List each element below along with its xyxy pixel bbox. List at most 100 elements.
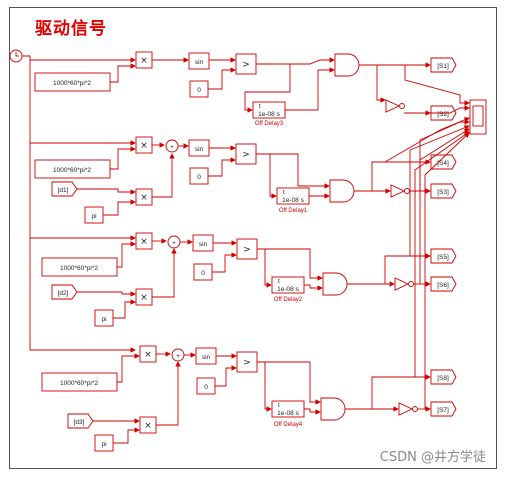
svg-text:t: t bbox=[278, 402, 280, 409]
svg-text:×: × bbox=[140, 56, 148, 66]
svg-text:[S6]: [S6] bbox=[437, 282, 449, 289]
off-delay-block[interactable]: t 1e-08 s Off Delay2 bbox=[271, 276, 305, 303]
svg-text:pi: pi bbox=[101, 316, 106, 323]
multiply-block[interactable]: × bbox=[135, 136, 153, 154]
svg-text:1e-08 s: 1e-08 s bbox=[282, 197, 304, 204]
goto-from-tag[interactable]: [d3] bbox=[67, 413, 94, 429]
compare-block[interactable]: > bbox=[235, 53, 257, 75]
multiply-block[interactable]: × bbox=[135, 188, 153, 206]
svg-text:sin: sin bbox=[199, 241, 208, 248]
svg-text:t: t bbox=[278, 278, 280, 285]
pi-constant-block[interactable]: pi bbox=[84, 206, 104, 224]
svg-text:pi: pi bbox=[91, 213, 96, 220]
svg-text:0: 0 bbox=[204, 384, 208, 391]
svg-text:1e-08 s: 1e-08 s bbox=[277, 286, 299, 293]
and-gate[interactable] bbox=[329, 179, 355, 203]
sum-block[interactable]: + bbox=[171, 348, 185, 362]
gain-constant-block[interactable]: 1000*60*pi*2 bbox=[41, 372, 118, 392]
svg-text:×: × bbox=[140, 141, 148, 151]
compare-block[interactable]: > bbox=[236, 238, 258, 260]
scope-block[interactable] bbox=[469, 99, 487, 135]
svg-text:Off Delay4: Off Delay4 bbox=[274, 422, 303, 428]
svg-text:×: × bbox=[140, 293, 148, 303]
svg-text:×: × bbox=[140, 237, 148, 247]
gain-constant-block[interactable]: 1000*60*pi*2 bbox=[41, 257, 118, 277]
svg-text:×: × bbox=[140, 193, 148, 203]
watermark: CSDN @井方学徒 bbox=[379, 450, 486, 465]
not-gate[interactable] bbox=[390, 184, 410, 198]
goto-tag[interactable]: [S5] bbox=[430, 248, 457, 264]
svg-text:[d1]: [d1] bbox=[58, 187, 69, 194]
svg-text:Off Delay1: Off Delay1 bbox=[279, 208, 308, 214]
svg-text:sin: sin bbox=[195, 59, 204, 66]
gain-constant-block[interactable]: 1000*60*pi*2 bbox=[34, 159, 111, 179]
svg-text:[S4]: [S4] bbox=[437, 160, 449, 167]
goto-tag[interactable]: [S1] bbox=[430, 57, 457, 73]
goto-tag[interactable]: [S3] bbox=[430, 183, 457, 199]
svg-text:sin: sin bbox=[202, 354, 211, 361]
off-delay-block[interactable]: t 1e-08 s Off Delay1 bbox=[276, 187, 310, 214]
zero-constant-block[interactable]: 0 bbox=[189, 167, 209, 185]
svg-text:sin: sin bbox=[195, 146, 204, 153]
svg-text:0: 0 bbox=[201, 270, 205, 277]
goto-tag[interactable]: [S6] bbox=[430, 276, 457, 292]
svg-text:1000*60*pi*2: 1000*60*pi*2 bbox=[53, 167, 91, 174]
svg-text:×: × bbox=[144, 421, 152, 431]
multiply-block[interactable]: × bbox=[139, 416, 157, 434]
sum-block[interactable]: + bbox=[167, 235, 181, 249]
gain-constant-block[interactable]: 1000*60*pi*2 bbox=[34, 72, 111, 92]
svg-text:pi: pi bbox=[101, 441, 106, 448]
svg-text:[S2]: [S2] bbox=[437, 111, 449, 118]
svg-text:[S7]: [S7] bbox=[437, 407, 449, 414]
svg-text:Off Delay2: Off Delay2 bbox=[274, 297, 303, 303]
svg-text:×: × bbox=[144, 350, 152, 360]
sin-block[interactable]: sin bbox=[188, 52, 210, 70]
off-delay-block[interactable]: t 1e-08 s Off Delay4 bbox=[271, 400, 305, 428]
goto-from-tag[interactable]: [d1] bbox=[51, 181, 78, 197]
and-gate[interactable] bbox=[320, 397, 346, 421]
goto-tag[interactable]: [S8] bbox=[430, 369, 457, 385]
svg-text:0: 0 bbox=[197, 87, 201, 94]
svg-text:+: + bbox=[172, 240, 176, 247]
pi-constant-block[interactable]: pi bbox=[94, 309, 114, 327]
and-gate[interactable] bbox=[322, 272, 348, 296]
goto-from-tag[interactable]: [d2] bbox=[51, 284, 78, 300]
svg-text:1000*60*pi*2: 1000*60*pi*2 bbox=[53, 80, 91, 87]
svg-text:[S1]: [S1] bbox=[437, 63, 449, 70]
sin-block[interactable]: sin bbox=[188, 139, 210, 157]
sin-block[interactable]: sin bbox=[195, 347, 217, 365]
svg-text:[S3]: [S3] bbox=[437, 189, 449, 196]
not-gate[interactable] bbox=[398, 402, 418, 416]
sin-block[interactable]: sin bbox=[192, 234, 214, 252]
svg-text:>: > bbox=[242, 150, 250, 160]
off-delay-block[interactable]: t 1e-08 s Off Delay3 bbox=[252, 101, 286, 127]
and-gate[interactable] bbox=[334, 53, 360, 77]
multiply-block[interactable]: × bbox=[135, 232, 153, 250]
clock-icon[interactable] bbox=[9, 49, 23, 63]
svg-text:t: t bbox=[283, 189, 285, 196]
not-gate[interactable] bbox=[385, 99, 405, 113]
multiply-block[interactable]: × bbox=[135, 51, 153, 69]
svg-text:t: t bbox=[259, 103, 261, 110]
svg-text:1000*60*pi*2: 1000*60*pi*2 bbox=[60, 265, 98, 272]
svg-text:>: > bbox=[243, 245, 251, 255]
goto-tag[interactable]: [S7] bbox=[430, 401, 457, 417]
goto-tag[interactable]: [S4] bbox=[430, 154, 457, 170]
sum-block[interactable]: + bbox=[165, 139, 179, 153]
compare-block[interactable]: > bbox=[236, 351, 258, 373]
svg-text:+: + bbox=[170, 144, 174, 151]
svg-text:[S8]: [S8] bbox=[437, 375, 449, 382]
zero-constant-block[interactable]: 0 bbox=[196, 377, 216, 395]
multiply-block[interactable]: × bbox=[135, 288, 153, 306]
not-gate[interactable] bbox=[394, 277, 414, 291]
svg-text:[d2]: [d2] bbox=[58, 290, 69, 297]
zero-constant-block[interactable]: 0 bbox=[189, 80, 209, 98]
svg-text:1e-08 s: 1e-08 s bbox=[258, 111, 280, 118]
compare-block[interactable]: > bbox=[235, 143, 257, 165]
zero-constant-block[interactable]: 0 bbox=[193, 263, 213, 281]
svg-text:0: 0 bbox=[197, 174, 201, 181]
pi-constant-block[interactable]: pi bbox=[94, 434, 114, 452]
multiply-block[interactable]: × bbox=[139, 345, 157, 363]
svg-text:1e-08 s: 1e-08 s bbox=[277, 410, 299, 417]
